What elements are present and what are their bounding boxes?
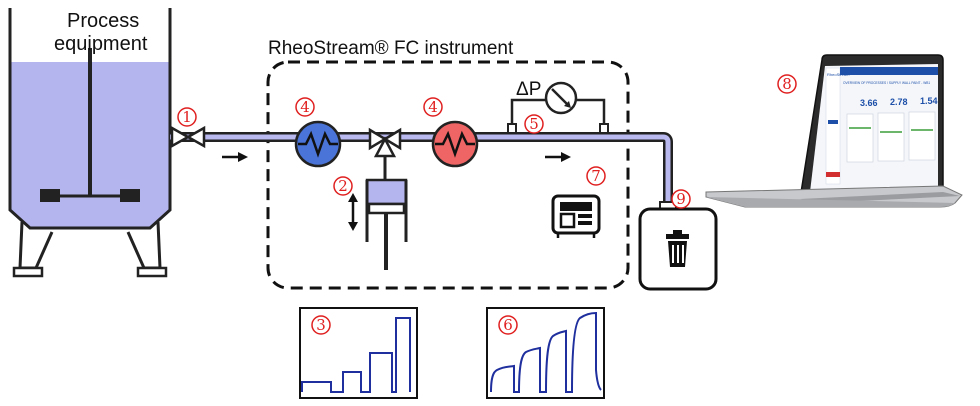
heat-exchanger-icon bbox=[431, 120, 479, 168]
process-tank bbox=[8, 8, 172, 278]
marker-9: 9 bbox=[671, 189, 691, 209]
delta-p-label: ΔP bbox=[516, 79, 541, 100]
svg-text:4: 4 bbox=[428, 98, 438, 116]
flow-arrow-icon bbox=[545, 152, 571, 162]
svg-text:4: 4 bbox=[300, 98, 310, 116]
svg-text:3: 3 bbox=[316, 316, 326, 334]
svg-text:5: 5 bbox=[529, 115, 539, 133]
instrument-label: RheoStream® FC instrument bbox=[268, 38, 514, 59]
marker-4a: 4 bbox=[295, 97, 315, 117]
trash-icon bbox=[666, 230, 689, 267]
laptop-icon: RheoStream OVERVIEW OF PROCESSES / SUPPL… bbox=[705, 54, 963, 208]
marker-2: 2 bbox=[333, 176, 353, 196]
laptop-value-3: 1.54 bbox=[920, 96, 938, 106]
process-equipment-label-1: Process bbox=[67, 10, 139, 32]
process-equipment-label-2: equipment bbox=[54, 33, 148, 55]
laptop-title: OVERVIEW OF PROCESSES / SUPPLY WALL PAIN… bbox=[843, 81, 930, 85]
marker-5: 5 bbox=[524, 114, 544, 134]
marker-3: 3 bbox=[311, 315, 331, 335]
agitator-blade-left bbox=[40, 189, 60, 202]
svg-text:2: 2 bbox=[338, 177, 348, 195]
svg-text:6: 6 bbox=[503, 316, 513, 334]
pressure-gauge-icon bbox=[507, 81, 609, 134]
waste-bin bbox=[638, 207, 718, 291]
marker-4b: 4 bbox=[423, 97, 443, 117]
laptop-brand: RheoStream bbox=[827, 72, 850, 77]
svg-text:7: 7 bbox=[591, 167, 601, 185]
svg-text:1: 1 bbox=[182, 108, 192, 126]
heat-exchanger-icon bbox=[294, 120, 342, 168]
instrument-boundary bbox=[266, 60, 630, 290]
marker-1: 1 bbox=[177, 107, 197, 127]
svg-text:9: 9 bbox=[676, 190, 686, 208]
laptop-value-2: 2.78 bbox=[890, 97, 908, 107]
marker-8: 8 bbox=[777, 74, 797, 94]
svg-text:8: 8 bbox=[782, 75, 792, 93]
controller-board-icon bbox=[551, 194, 601, 238]
marker-6: 6 bbox=[498, 315, 518, 335]
laptop-value-1: 3.66 bbox=[860, 98, 878, 108]
flow-arrow-icon bbox=[222, 152, 248, 162]
main-pipe bbox=[170, 132, 673, 204]
marker-7: 7 bbox=[586, 166, 606, 186]
three-way-valve-icon bbox=[368, 127, 402, 180]
valve-icon bbox=[170, 125, 206, 149]
agitator-blade-right bbox=[120, 189, 140, 202]
piston-pump-icon bbox=[348, 178, 408, 270]
